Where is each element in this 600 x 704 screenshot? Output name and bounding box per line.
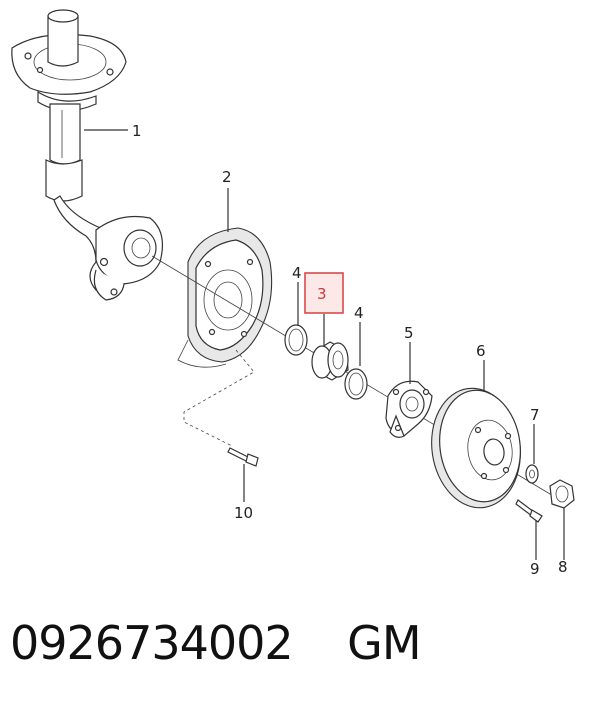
snap-ring-left <box>284 282 308 356</box>
exploded-parts-diagram: 1 2 3 4 4 5 6 7 8 9 10 <box>11 9 575 578</box>
washer <box>525 424 539 484</box>
label-part-4-left: 4 <box>292 264 302 282</box>
part-number-caption: 0926734002 GM <box>10 616 422 670</box>
snap-ring-right <box>344 322 368 400</box>
wheel-bearing <box>311 314 349 381</box>
highlight-box <box>304 272 344 314</box>
strut-assembly <box>11 9 163 301</box>
label-part-6: 6 <box>476 342 486 360</box>
brake-disc <box>431 360 521 509</box>
shield-bolt <box>183 349 259 502</box>
wheel-bolt <box>515 499 543 560</box>
label-part-5: 5 <box>404 324 414 342</box>
label-part-4-right: 4 <box>354 304 364 322</box>
label-part-10: 10 <box>234 504 253 522</box>
label-part-3: 3 <box>317 285 327 303</box>
dust-shield <box>177 188 273 368</box>
label-part-1: 1 <box>132 122 142 140</box>
hub-nut <box>549 479 575 560</box>
label-part-9: 9 <box>530 560 540 578</box>
wheel-hub <box>385 342 433 438</box>
label-part-7: 7 <box>530 406 540 424</box>
part-number: 0926734002 <box>10 616 294 670</box>
label-part-2: 2 <box>222 168 232 186</box>
brand-name: GM <box>347 616 421 670</box>
label-part-8: 8 <box>558 558 568 576</box>
